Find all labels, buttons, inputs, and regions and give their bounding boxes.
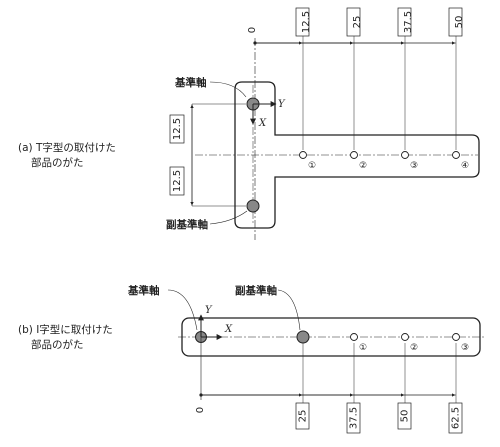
left-dim-2: 12.5 — [169, 166, 185, 196]
svg-text:12.5: 12.5 — [301, 11, 312, 33]
caption-b-line2: 部品のがた — [31, 339, 84, 351]
sub-axis-label-a: 副基準軸 — [166, 218, 208, 231]
hole-num-a-2: ② — [359, 161, 367, 171]
caption-a: (a) T字型の取付けた 部品のがた — [18, 141, 116, 171]
bottom-dim-3: 50 — [397, 402, 412, 430]
svg-text:Y: Y — [278, 99, 286, 110]
bottom-dim-2: 37.5 — [346, 402, 361, 434]
hole-num-a-1: ① — [308, 161, 316, 171]
figure-b: ① ② ③ X Y 基準軸 副基準軸 0 25 — [127, 284, 484, 434]
sub-axis-label-b: 副基準軸 — [235, 284, 277, 297]
hole-num-b-2: ② — [410, 343, 418, 353]
top-dim-2: 25 — [346, 7, 363, 37]
svg-text:12.5: 12.5 — [172, 118, 183, 140]
svg-text:Y: Y — [205, 305, 213, 316]
svg-text:X: X — [258, 118, 267, 129]
top-dim-1: 12.5 — [295, 7, 312, 37]
svg-text:37.5: 37.5 — [349, 407, 360, 429]
svg-text:50: 50 — [400, 410, 411, 423]
svg-text:25: 25 — [352, 16, 363, 29]
sub-hole-a — [246, 199, 260, 213]
caption-a-line1: (a) T字型の取付けた — [18, 142, 116, 154]
base-axis-label-b: 基準軸 — [127, 284, 160, 297]
caption-a-line2: 部品のがた — [31, 157, 84, 169]
left-dim-1: 12.5 — [169, 114, 185, 144]
svg-text:X: X — [224, 324, 233, 335]
hole-num-b-3: ③ — [461, 343, 469, 353]
caption-b-line1: (b) I字型に取付けた — [18, 324, 113, 336]
top-dim-3: 37.5 — [397, 7, 414, 37]
svg-text:62.5: 62.5 — [451, 407, 462, 429]
base-axis-label-a: 基準軸 — [174, 76, 207, 89]
figure-a: 0 12.5 25 37.5 50 — [166, 7, 480, 240]
hole-num-a-4: ④ — [461, 161, 469, 171]
sub-hole-b — [296, 330, 310, 344]
top-dim-4: 50 — [448, 7, 465, 37]
origin-a-label: 0 — [247, 27, 258, 33]
bottom-dim-4: 62.5 — [448, 402, 463, 434]
svg-text:50: 50 — [454, 16, 465, 29]
origin-b-label: 0 — [195, 407, 206, 413]
svg-text:37.5: 37.5 — [403, 11, 414, 33]
caption-b: (b) I字型に取付けた 部品のがた — [18, 323, 113, 353]
bottom-dim-1: 25 — [295, 402, 310, 430]
hole-num-b-1: ① — [359, 343, 367, 353]
svg-text:12.5: 12.5 — [172, 170, 183, 192]
hole-num-a-3: ③ — [410, 161, 418, 171]
svg-text:25: 25 — [298, 410, 309, 423]
